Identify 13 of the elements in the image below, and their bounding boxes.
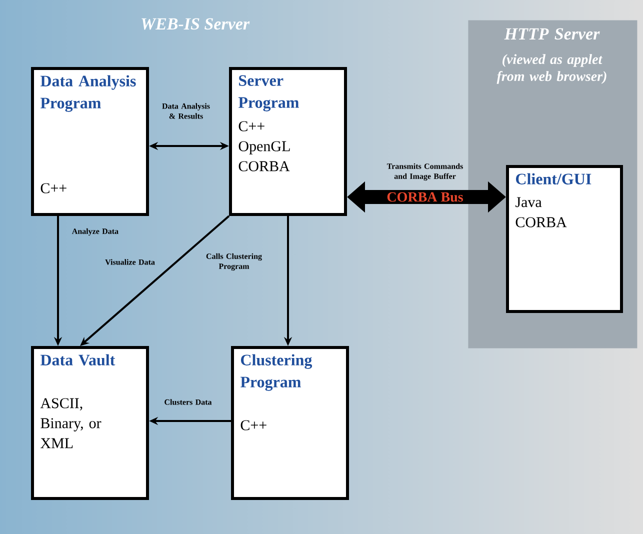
edge-label: Clusters Data (164, 399, 212, 405)
process-box: Server Program C++ OpenGL CORBA (229, 67, 347, 216)
edge-label: Analyze Data (72, 228, 118, 236)
process-box: Client/GUI Java CORBA (506, 165, 623, 313)
bus-label: Transmits Commands and Image Buffer (386, 163, 463, 181)
process-box: Data Vault ASCII, Binary, or XML (31, 346, 149, 500)
edge-label: Calls Clustering Program (206, 253, 262, 271)
process-box: Clustering Program C++ (231, 346, 349, 500)
title: WEB-IS Server (142, 18, 250, 30)
process-box: Data Analysis Program C++ (31, 67, 149, 216)
edge-label: Data Analysis & Results (162, 103, 210, 119)
edge-label: CORBA Bus (387, 192, 463, 202)
edge-label: Visualize Data (105, 259, 155, 265)
